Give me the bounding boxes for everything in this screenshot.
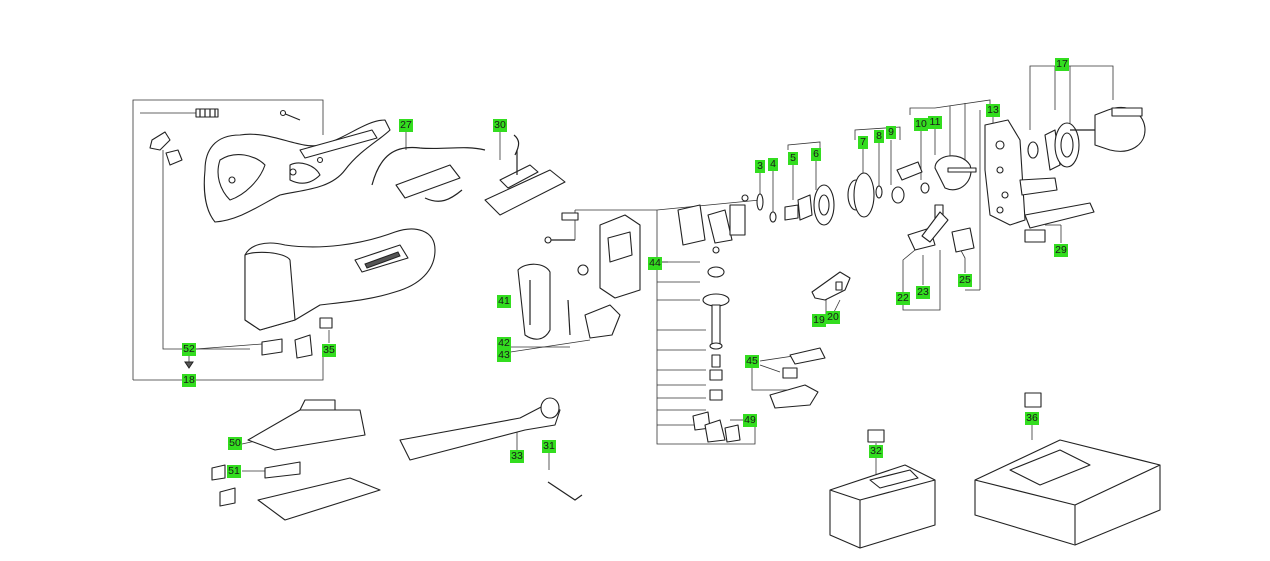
levers-22-23-25 — [907, 211, 975, 253]
arrow-marker — [184, 361, 194, 369]
part-label-19[interactable]: 19 — [812, 314, 826, 327]
part-label-17[interactable]: 17 — [1055, 58, 1069, 71]
jigsaw-body — [244, 228, 436, 359]
switch-module — [484, 134, 566, 216]
insert-51 — [211, 461, 301, 481]
part-label-23[interactable]: 23 — [916, 286, 930, 299]
part-label-11[interactable]: 11 — [928, 116, 942, 129]
part-label-8[interactable]: 8 — [874, 130, 884, 143]
part-label-18[interactable]: 18 — [182, 374, 196, 387]
parts-42-43 — [567, 299, 621, 339]
part-label-35[interactable]: 35 — [322, 344, 336, 357]
part-label-42[interactable]: 42 — [497, 337, 511, 350]
part-label-30[interactable]: 30 — [493, 119, 507, 132]
part-label-31[interactable]: 31 — [542, 440, 556, 453]
part-label-22[interactable]: 22 — [896, 292, 910, 305]
part-label-45[interactable]: 45 — [745, 355, 759, 368]
part-label-25[interactable]: 25 — [958, 274, 972, 287]
part-label-29[interactable]: 29 — [1054, 244, 1068, 257]
gear-housing — [544, 212, 641, 299]
part-label-36[interactable]: 36 — [1025, 412, 1039, 425]
small-brackets-left — [149, 131, 183, 166]
housing-upper-shell — [203, 119, 391, 223]
part-label-49[interactable]: 49 — [743, 414, 757, 427]
base-plate-bottom — [219, 477, 381, 521]
plunger-stack — [677, 194, 749, 443]
part-label-10[interactable]: 10 — [914, 118, 928, 131]
part-label-43[interactable]: 43 — [497, 349, 511, 362]
part-label-32[interactable]: 32 — [869, 445, 883, 458]
cover-41 — [517, 263, 551, 340]
part-label-6[interactable]: 6 — [811, 148, 821, 161]
battery-pack — [829, 429, 936, 549]
part-label-20[interactable]: 20 — [826, 311, 840, 324]
trigger-45 — [769, 347, 826, 409]
blade-guide-33 — [399, 397, 561, 461]
cable-assembly — [371, 146, 486, 202]
guide-29 — [1024, 202, 1095, 243]
part-label-44[interactable]: 44 — [648, 257, 662, 270]
part-label-4[interactable]: 4 — [768, 158, 778, 171]
motor-assembly — [1027, 107, 1146, 171]
part-label-41[interactable]: 41 — [497, 295, 511, 308]
charger — [974, 392, 1161, 546]
part-label-27[interactable]: 27 — [399, 119, 413, 132]
part-label-52[interactable]: 52 — [182, 343, 196, 356]
base-plate-50 — [247, 399, 366, 451]
allen-key-31 — [547, 481, 583, 501]
bracket-19-20 — [811, 271, 851, 301]
screws-and-spring-top — [195, 108, 301, 121]
motor-housing-13 — [984, 119, 1058, 226]
part-label-9[interactable]: 9 — [886, 126, 896, 139]
part-label-51[interactable]: 51 — [227, 465, 241, 478]
part-label-50[interactable]: 50 — [228, 437, 242, 450]
part-label-13[interactable]: 13 — [986, 104, 1000, 117]
part-label-33[interactable]: 33 — [510, 450, 524, 463]
gear-train — [756, 155, 977, 226]
part-label-3[interactable]: 3 — [755, 160, 765, 173]
part-label-5[interactable]: 5 — [788, 152, 798, 165]
part-label-7[interactable]: 7 — [858, 136, 868, 149]
